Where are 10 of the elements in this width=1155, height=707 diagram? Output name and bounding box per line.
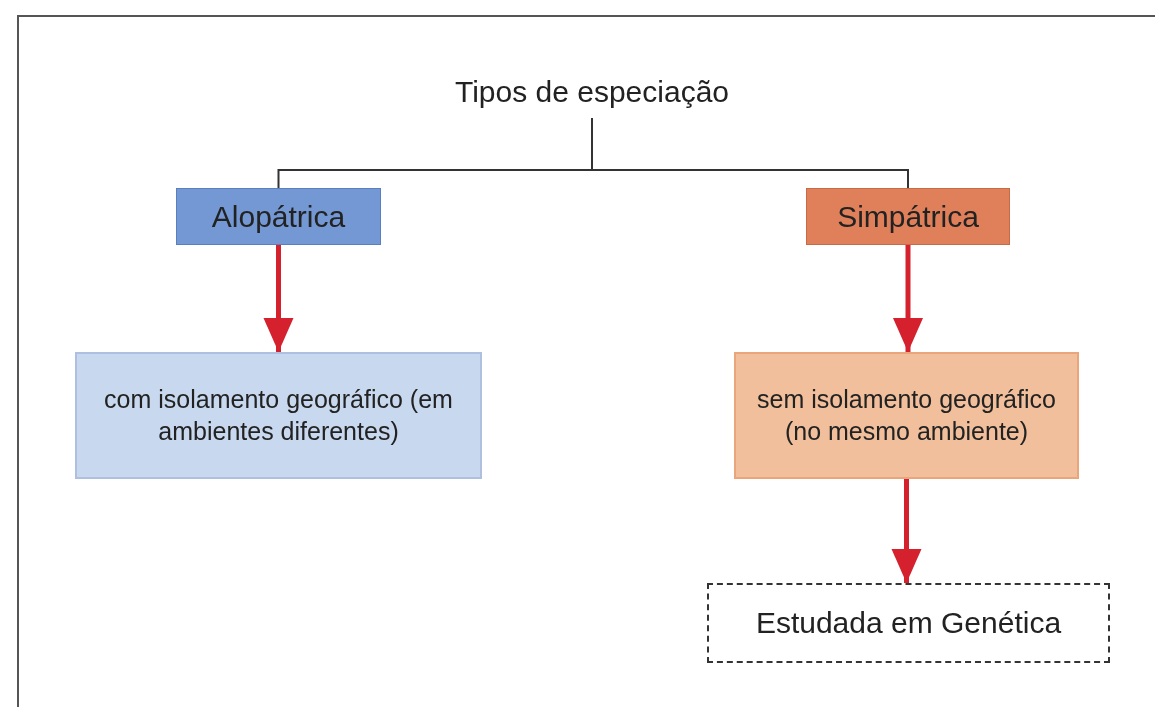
- note-box: Estudada em Genética: [707, 583, 1110, 663]
- description-box: com isolamento geográfico (em ambientes diferentes): [75, 352, 482, 479]
- arrow: [263, 245, 294, 352]
- connector-line: [591, 117, 909, 189]
- arrow: [891, 479, 922, 583]
- root-label: Tipos de especiação: [454, 74, 730, 111]
- arrow: [893, 245, 923, 352]
- description-box: sem isolamento geográfico (no mesmo ambiente): [734, 352, 1079, 479]
- category-box: Simpátrica: [806, 188, 1010, 245]
- category-box: Alopátrica: [176, 188, 381, 245]
